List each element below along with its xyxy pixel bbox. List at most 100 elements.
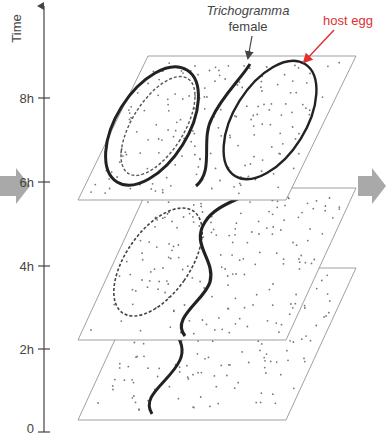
host-egg-dot (170, 258, 172, 260)
host-egg-dot (252, 304, 254, 306)
host-egg-dot (168, 62, 170, 64)
host-egg-dot (315, 325, 317, 327)
host-egg-dot (256, 294, 258, 296)
host-egg-dot (325, 315, 327, 317)
host-egg-dot (305, 262, 307, 264)
host-egg-dot (166, 280, 168, 282)
host-egg-dot (158, 138, 160, 140)
host-egg-dot (224, 78, 226, 80)
tick-label: 0 (27, 421, 34, 436)
host-egg-dot (246, 105, 248, 107)
host-egg-dot (295, 138, 297, 140)
host-egg-dot (266, 353, 268, 355)
species-label: Trichogramma (207, 3, 290, 18)
host-egg-dot (307, 202, 309, 204)
host-egg-circle (204, 45, 335, 195)
host-egg-dot (193, 333, 195, 335)
host-egg-dot (154, 226, 156, 228)
host-egg-dot (149, 280, 151, 282)
host-egg-dot (276, 206, 278, 208)
host-egg-dot (155, 190, 157, 192)
host-egg-dot (327, 65, 329, 67)
host-egg-dot (228, 308, 230, 310)
host-egg-dot (299, 261, 301, 263)
time-axis (43, 6, 44, 432)
host-egg-dot (215, 234, 217, 236)
host-egg-dot (260, 402, 262, 404)
host-egg-dot (298, 133, 300, 135)
callout-label: host egg (323, 13, 373, 28)
host-egg-dot (184, 304, 186, 306)
host-egg-dot (328, 312, 330, 314)
host-egg-dot (289, 313, 291, 315)
host-egg-dot (130, 106, 132, 108)
host-egg-dot (232, 273, 234, 275)
host-egg-dot (157, 376, 159, 378)
host-egg-dot (214, 375, 216, 377)
host-egg-dot (248, 362, 250, 364)
host-egg-dot (291, 111, 293, 113)
host-egg-dot (270, 361, 272, 363)
host-egg-dot (309, 109, 311, 111)
host-egg-dot (131, 379, 133, 381)
host-egg-dot (143, 110, 145, 112)
host-egg-dot (229, 364, 231, 366)
host-egg-dot (277, 200, 279, 202)
host-egg-dot (281, 324, 283, 326)
host-egg-dot (301, 212, 303, 214)
host-egg-dot (304, 307, 306, 309)
host-egg-dot (194, 65, 196, 67)
host-egg-dot (202, 319, 204, 321)
host-egg-dot (169, 326, 171, 328)
host-egg-dot (253, 134, 255, 136)
host-egg-dot (327, 293, 329, 295)
host-egg-dot (204, 108, 206, 110)
host-egg-dot (138, 408, 140, 410)
host-egg-dot (150, 188, 152, 190)
tick-label: 6h (20, 175, 34, 190)
host-egg-dot (136, 131, 138, 133)
host-egg-dot (174, 93, 176, 95)
host-egg-dot (267, 320, 269, 322)
host-egg-dot (119, 275, 121, 277)
host-egg-dot (220, 109, 222, 111)
host-egg-dot (260, 86, 262, 88)
host-egg-dot (212, 340, 214, 342)
host-egg-dot (219, 180, 221, 182)
host-egg-dot (332, 217, 334, 219)
host-egg-dot (235, 297, 237, 299)
host-egg-dot (329, 300, 331, 302)
host-egg-dot (129, 112, 131, 114)
host-egg-dot (129, 274, 131, 276)
host-egg-dot (239, 183, 241, 185)
host-egg-dot (295, 92, 297, 94)
host-egg-dot (206, 96, 208, 98)
host-egg-dot (156, 246, 158, 248)
host-egg-dot (316, 200, 318, 202)
host-egg-dot (286, 350, 288, 352)
host-egg-dot (266, 227, 268, 229)
host-egg-dot (247, 242, 249, 244)
host-egg-dot (220, 365, 222, 367)
host-egg-dot (192, 130, 194, 132)
host-egg-dot (186, 365, 188, 367)
host-egg-dot (323, 316, 325, 318)
host-egg-dot (301, 338, 303, 340)
wasp-trajectory (96, 193, 220, 331)
host-egg-dot (237, 145, 239, 147)
host-egg-dot (309, 228, 311, 230)
host-egg-dot (182, 72, 184, 74)
host-egg-dot (179, 371, 181, 373)
host-egg-dot (257, 340, 259, 342)
host-egg-dot (241, 87, 243, 89)
host-egg-dot (280, 229, 282, 231)
host-egg-dot (209, 406, 211, 408)
host-egg-dot (259, 252, 261, 254)
host-egg-dot (290, 92, 292, 94)
host-egg-dot (113, 304, 115, 306)
host-egg-dot (158, 368, 160, 370)
host-egg-dot (235, 116, 237, 118)
host-egg-dot (202, 211, 204, 213)
host-egg-dot (218, 127, 220, 129)
host-egg-dot (162, 217, 164, 219)
